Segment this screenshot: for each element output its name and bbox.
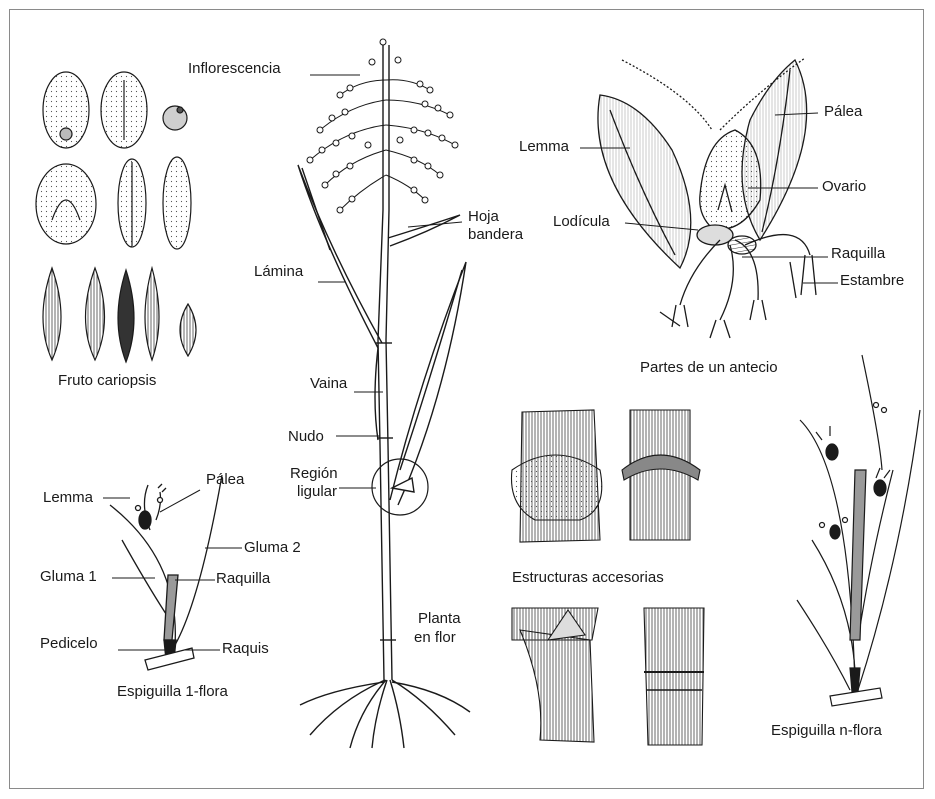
caption-estructuras-accesorias: Estructuras accesorias [512,569,664,586]
label-nudo: Nudo [288,428,324,445]
label-antecio-raquilla: Raquilla [831,245,885,262]
caption-espiguilla-n-flora: Espiguilla n-flora [771,722,882,739]
label-planta-en-flor-line1: Planta [418,610,461,628]
label-antecio-palea: Pálea [824,103,862,120]
label-e1-gluma2: Gluma 2 [244,539,301,556]
caption-partes-antecio: Partes de un antecio [640,359,778,376]
label-hoja-bandera-line1: Hoja [468,208,499,225]
label-region-ligular-line1: Región [290,465,338,483]
label-antecio-ovario: Ovario [822,178,866,195]
antecio-illustration [598,58,816,338]
label-e1-palea: Pálea [206,471,244,488]
label-antecio-lodicula: Lodícula [553,213,610,230]
label-lamina: Lámina [254,263,303,280]
label-planta-en-flor-line2: en flor [414,629,456,647]
label-e1-pedicelo: Pedicelo [40,635,98,652]
label-e1-gluma1: Gluma 1 [40,568,97,585]
label-e1-raquilla: Raquilla [216,570,270,587]
espiguilla-n-flora-illustration [797,355,920,706]
label-antecio-lemma: Lemma [519,138,569,155]
caption-espiguilla-1-flora: Espiguilla 1-flora [117,683,228,700]
label-antecio-estambre: Estambre [840,272,904,289]
espiguilla-1-flora-illustration [110,475,222,670]
fruto-cariopsis-illustration [36,72,196,362]
caption-fruto-cariopsis: Fruto cariopsis [58,372,156,389]
label-region-ligular-line2: ligular [297,483,337,501]
label-hoja-bandera-line2: bandera [468,226,523,243]
label-e1-raquis: Raquis [222,640,269,657]
label-e1-lemma: Lemma [43,489,93,506]
label-inflorescencia: Inflorescencia [188,60,281,77]
label-vaina: Vaina [310,375,347,392]
